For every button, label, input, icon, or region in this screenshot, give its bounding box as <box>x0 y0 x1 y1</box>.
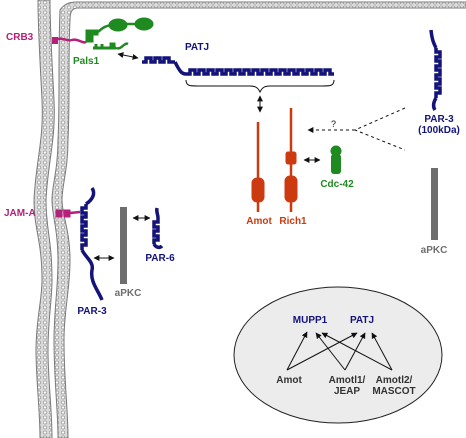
rich1-label: Rich1 <box>279 216 307 227</box>
jam-a-label: JAM-A <box>4 208 36 219</box>
patj-label: PATJ <box>185 42 210 53</box>
crb3-protein <box>55 37 87 44</box>
question-dashed-lines <box>353 107 406 151</box>
ellipse-amot-label: Amot <box>276 375 302 386</box>
amotl2-label: Amotl2/ <box>375 375 413 386</box>
question-mark: ? <box>331 119 337 129</box>
interaction-arrows <box>286 331 393 371</box>
par3-right-protein <box>429 29 442 111</box>
cdc42-protein <box>330 145 342 174</box>
crb3-domain <box>52 37 58 44</box>
patj-brace <box>185 79 335 94</box>
par3-bottom-label: PAR-3 <box>77 306 107 317</box>
rich1-protein <box>284 108 298 212</box>
par3-right-label: PAR-3 <box>424 114 454 125</box>
pals1-patj-arrow <box>117 52 139 60</box>
jeap-label: JEAP <box>333 386 361 397</box>
crb3-label: CRB3 <box>6 32 34 43</box>
par3-bottom-protein <box>80 187 104 301</box>
jam-a-protein <box>55 209 81 218</box>
ellipse-patj-label: PATJ <box>349 315 375 326</box>
pals1-label: Pals1 <box>73 56 100 67</box>
right-membrane <box>51 1 466 438</box>
interaction-ellipse <box>233 286 443 424</box>
par6-protein <box>152 207 164 250</box>
apkc-right-bar <box>431 168 438 240</box>
amot-protein <box>251 122 265 212</box>
mupp1-label: MUPP1 <box>292 315 328 326</box>
amotl1-label: Amotl1/ <box>328 375 366 386</box>
pals1-protein <box>85 17 154 50</box>
apkc-left-bar <box>120 207 127 284</box>
par3-right-size-label: (100kDa) <box>418 125 460 136</box>
apkc-left-label: aPKC <box>114 288 142 299</box>
apkc-right-label: aPKC <box>420 245 448 256</box>
par6-label: PAR-6 <box>145 253 175 264</box>
mascot-label: MASCOT <box>372 386 416 397</box>
cdc42-label: Cdc-42 <box>320 179 354 190</box>
amot-label: Amot <box>246 216 272 227</box>
left-membrane <box>33 0 55 438</box>
patj-protein <box>142 56 334 76</box>
